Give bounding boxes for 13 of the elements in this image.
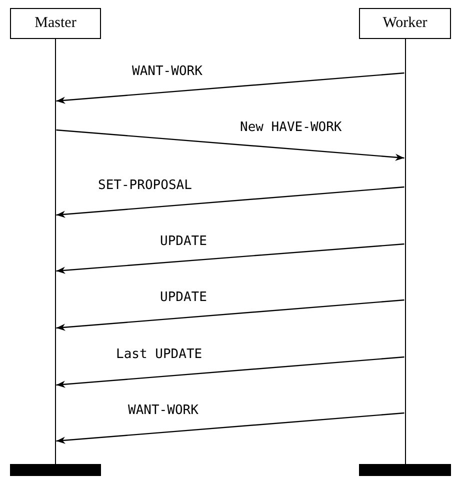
message-arrow: [56, 243, 404, 274]
participant-box: Master: [10, 8, 101, 39]
message-arrow: [56, 186, 404, 218]
lifeline: [404, 39, 406, 464]
lifeline: [54, 39, 56, 464]
end-bar: [10, 464, 101, 476]
message-arrow: [56, 412, 404, 444]
message-arrow: [56, 129, 404, 161]
participant-box: Worker: [359, 8, 451, 39]
message-arrow: [56, 299, 404, 331]
message-arrow: [56, 72, 404, 104]
end-bar: [359, 464, 451, 476]
message-arrow: [56, 356, 404, 388]
